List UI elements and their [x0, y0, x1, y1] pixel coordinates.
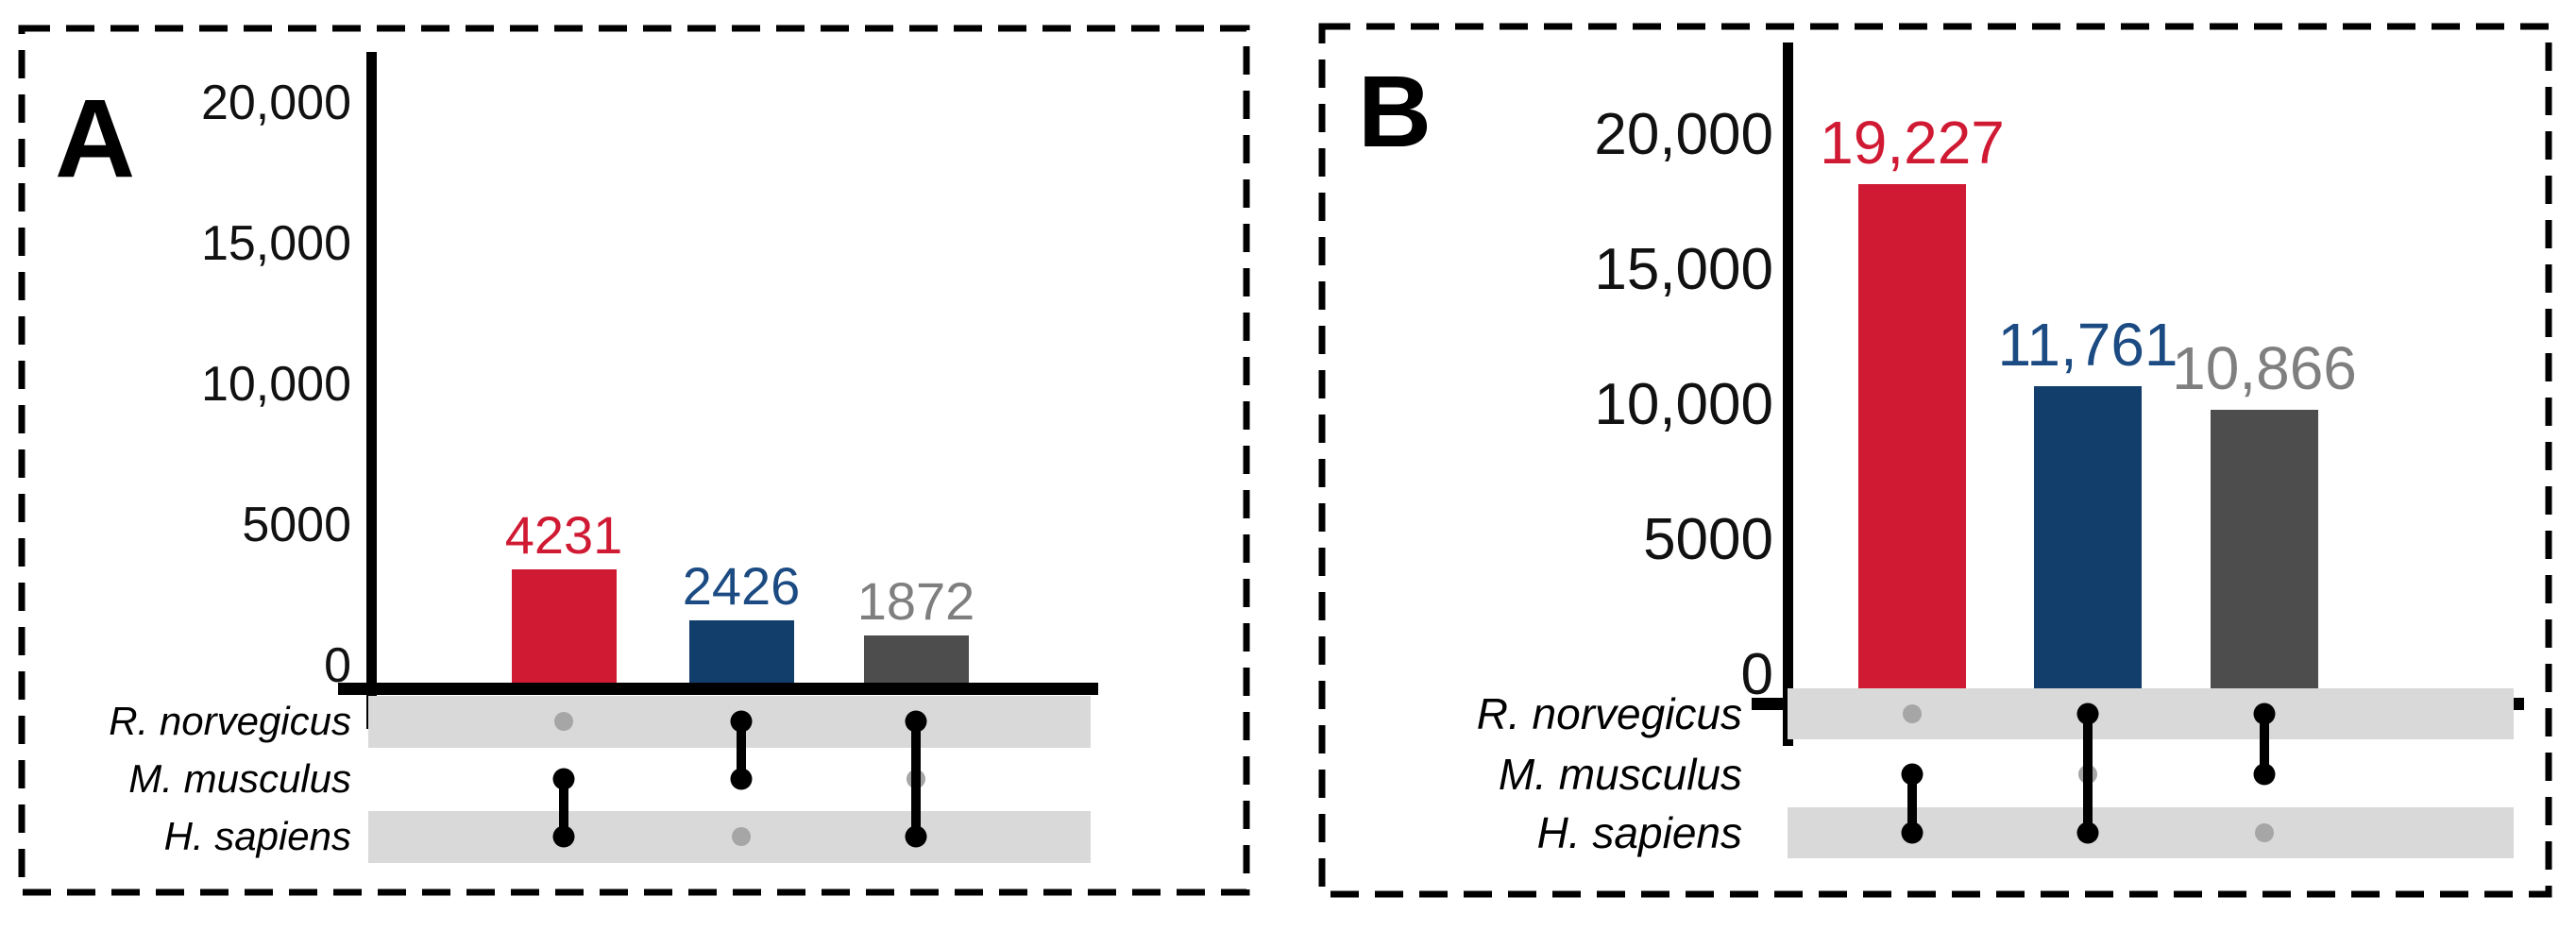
panel-a-set-dot-active [730, 710, 753, 733]
panel-b-set-dot-active [2253, 763, 2276, 786]
panel-a-bar-value-label: 2426 [682, 555, 801, 616]
panel-a-set-row-label: R. norvegicus [109, 699, 351, 743]
panel-b-matrix-stripe [1788, 807, 2514, 858]
panel-a-bar [863, 635, 969, 688]
panel-a-set-dot-active [552, 768, 575, 790]
panel-a-bar [511, 568, 617, 688]
panel-b-y-axis-line [1783, 42, 1793, 746]
panel-b-set-connector-line [2260, 714, 2269, 774]
panel-a-bar [688, 619, 794, 688]
panel-b-bar-value-label: 11,761 [1997, 310, 2178, 379]
panel-b-bar [2034, 385, 2142, 703]
panel-a-y-tick-label: 0 [324, 638, 351, 693]
panel-a-bar-value-label: 1872 [856, 571, 975, 632]
panel-b-dashed-border [1318, 23, 2552, 898]
panel-b-set-dot-active [2253, 702, 2276, 725]
panel-b-y-tick-label: 0 [1740, 642, 1773, 707]
panel-b-bar [2211, 410, 2318, 703]
panel-b-y-tick-label: 5000 [1643, 507, 1773, 572]
panel-b-set-dot-active [1901, 821, 1924, 844]
panel-a-letter: A [55, 76, 136, 201]
panel-a-dashed-border [18, 25, 1250, 896]
panel-a-set-connector-line [559, 779, 568, 837]
panel-a-y-axis-line [366, 52, 377, 729]
panel-a-set-row-label: M. musculus [128, 756, 351, 801]
panel-b-y-tick-label: 10,000 [1594, 372, 1773, 437]
panel-b-set-dot-active [1901, 763, 1924, 786]
panel-a-set-dot-active [905, 710, 927, 733]
panel-a-y-tick-label: 20,000 [200, 76, 351, 130]
panel-b-matrix-stripe [1788, 688, 2514, 739]
panel-a-y-tick-label: 10,000 [200, 357, 351, 412]
panel-b-bar [1858, 184, 1966, 703]
panel-b-set-row-label: R. norvegicus [1476, 689, 1742, 738]
panel-b-set-row-label: M. musculus [1498, 750, 1742, 799]
panel-a-y-tick-label: 15,000 [200, 216, 351, 271]
panel-b-y-tick-label: 20,000 [1594, 102, 1773, 167]
panel-a-matrix-stripe [368, 695, 1091, 748]
panel-b-letter: B [1358, 54, 1432, 168]
panel-a-set-dot-inactive [554, 712, 573, 731]
panel-b-y-tick-label: 15,000 [1594, 237, 1773, 302]
panel-a-set-connector-line [737, 721, 746, 779]
panel-b-set-dot-inactive [2255, 823, 2274, 842]
panel-b-bar-value-label: 19,227 [1820, 109, 2005, 178]
panel-b-set-connector-line [2083, 714, 2093, 833]
panel-b-set-dot-inactive [1903, 704, 1922, 723]
panel-a-set-connector-line [911, 721, 921, 837]
panel-b-set-dot-active [2076, 702, 2099, 725]
panel-a-set-dot-inactive [732, 827, 751, 846]
panel-b-set-connector-line [1907, 774, 1917, 833]
panel-a-y-tick-label: 5000 [242, 498, 351, 552]
panel-a-set-dot-active [730, 768, 753, 790]
panel-a-x-axis-line [338, 682, 1098, 695]
panel-a-matrix-stripe [368, 810, 1091, 863]
panel-b-set-row-label: H. sapiens [1536, 808, 1742, 857]
panel-a-bar-value-label: 4231 [504, 504, 623, 565]
panel-b-set-dot-active [2076, 821, 2099, 844]
panel-a-set-dot-active [552, 825, 575, 848]
panel-a-set-row-label: H. sapiens [163, 814, 351, 858]
panel-a-set-dot-active [905, 825, 927, 848]
panel-b-bar-value-label: 10,866 [2172, 334, 2357, 403]
